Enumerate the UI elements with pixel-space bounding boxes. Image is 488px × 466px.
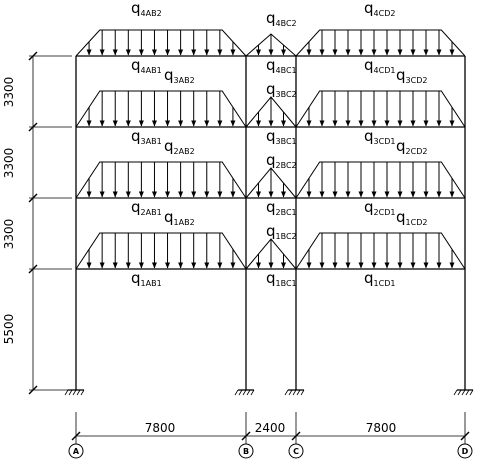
support-hatch-0-3: [76, 389, 81, 396]
load-label-2ab2: q2AB2: [164, 137, 195, 156]
trapezoid-roof-ab: [75, 29, 247, 57]
support-hatch-3-2: [461, 389, 466, 396]
trapezoid-f3-ab: [75, 232, 247, 270]
support-hatch-3-0: [453, 389, 458, 396]
load-label-3bc2: q3BC2: [266, 80, 297, 99]
load-label-2bc1: q2BC1: [266, 198, 297, 217]
support-hatch-3-3: [465, 389, 470, 396]
story-height-2: 3300: [2, 219, 16, 250]
story-height-3: 3300: [2, 148, 16, 179]
bay-width-cd: 7800: [366, 421, 397, 435]
dim-vertical-tick-4: [28, 385, 38, 395]
trapezoid-f1-ab: [75, 90, 247, 128]
story-height-1: 5500: [2, 314, 16, 345]
trapezoid-f2-cd: [295, 161, 466, 199]
axis-label-d: D: [462, 447, 469, 456]
support-hatch-3-1: [457, 389, 462, 396]
dim-vertical-tick-3: [28, 264, 38, 274]
load-label-1ab2: q1AB2: [164, 208, 195, 227]
story-height-4: 3300: [2, 77, 16, 108]
axis-label-b: B: [243, 447, 249, 456]
load-label-4ab1: q4AB1: [131, 56, 162, 75]
support-hatch-2-2: [292, 389, 297, 396]
support-hatch-2-1: [288, 389, 293, 396]
bay-width-ab: 7800: [145, 421, 176, 435]
load-label-1bc1: q1BC1: [266, 269, 297, 288]
dim-horizontal-tick-1: [241, 431, 251, 441]
dim-horizontal-tick-0: [71, 431, 81, 441]
load-label-4cd1: q4CD1: [364, 56, 395, 75]
dimension-lines: [28, 51, 470, 444]
bay-width-bc: 2400: [255, 421, 286, 435]
load-label-1cd1: q1CD1: [364, 269, 395, 288]
axis-label-c: C: [293, 447, 299, 456]
support-hatch-3-4: [469, 389, 474, 396]
load-diagrams: [75, 29, 466, 270]
support-hatch-2-0: [284, 389, 289, 396]
dim-vertical-tick-1: [28, 122, 38, 132]
support-hatch-0-2: [72, 389, 77, 396]
axis-label-a: A: [73, 447, 80, 456]
load-label-2ab1: q2AB1: [131, 198, 162, 217]
support-hatch-1-2: [242, 389, 247, 396]
load-label-1cd2: q1CD2: [396, 208, 427, 227]
axis-bubble-d: D: [457, 443, 473, 459]
load-label-4ab2: q4AB2: [131, 0, 162, 18]
frame-structure: [64, 55, 474, 396]
dim-vertical-tick-2: [28, 193, 38, 203]
load-label-1ab1: q1AB1: [131, 269, 162, 288]
load-label-4bc2: q4BC2: [266, 9, 297, 28]
support-hatch-1-4: [250, 389, 255, 396]
dim-horizontal-tick-3: [460, 431, 470, 441]
load-label-2cd2: q2CD2: [396, 137, 427, 156]
axis-bubble-b: B: [238, 443, 254, 459]
load-label-2bc2: q2BC2: [266, 151, 297, 170]
load-label-4cd2: q4CD2: [364, 0, 395, 18]
load-label-3cd1: q3CD1: [364, 127, 395, 146]
support-hatch-0-1: [68, 389, 73, 396]
dim-horizontal-tick-2: [291, 431, 301, 441]
load-label-1bc2: q1BC2: [266, 222, 297, 241]
trapezoid-f3-cd: [295, 232, 466, 270]
load-label-3bc1: q3BC1: [266, 127, 297, 146]
trapezoid-f1-cd: [295, 90, 466, 128]
trapezoid-f2-ab: [75, 161, 247, 199]
support-hatch-0-0: [64, 389, 69, 396]
load-label-3ab1: q3AB1: [131, 127, 162, 146]
trapezoid-roof-cd: [295, 29, 466, 57]
support-hatch-1-3: [246, 389, 251, 396]
axis-bubble-a: A: [68, 443, 84, 459]
support-hatch-1-0: [234, 389, 239, 396]
axis-bubble-c: C: [288, 443, 304, 459]
support-hatch-0-4: [80, 389, 85, 396]
support-hatch-2-3: [296, 389, 301, 396]
load-label-3cd2: q3CD2: [396, 66, 427, 85]
load-label-2cd1: q2CD1: [364, 198, 395, 217]
support-hatch-1-1: [238, 389, 243, 396]
dim-vertical-tick-0: [28, 51, 38, 61]
support-hatch-2-4: [300, 389, 305, 396]
load-label-4bc1: q4BC1: [266, 56, 297, 75]
load-label-3ab2: q3AB2: [164, 66, 195, 85]
